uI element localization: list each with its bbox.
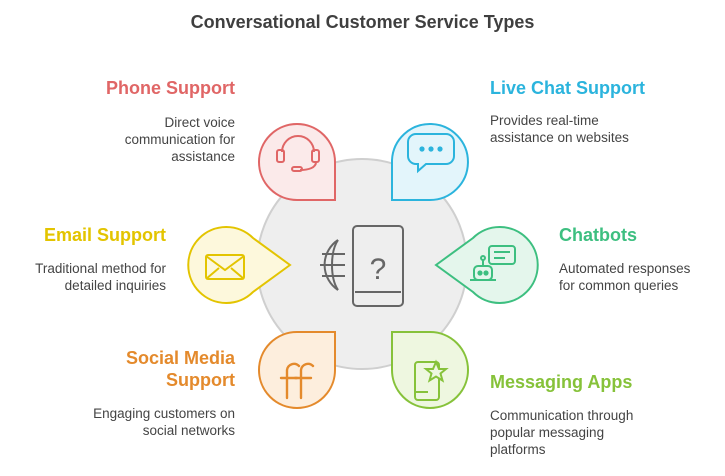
chatbots-label: Chatbots (559, 225, 637, 245)
desc-line: social networks (142, 423, 235, 438)
robot-chat-icon (470, 245, 516, 281)
desc-line: Communication through (490, 408, 634, 423)
live-chat-label: Live Chat Support (490, 78, 646, 98)
envelope-icon (205, 254, 245, 280)
phone-support-desc: Direct voice communication for assistanc… (125, 114, 235, 165)
live-chat-node (391, 123, 469, 201)
desc-line: Automated responses (559, 261, 691, 276)
email-support-desc: Traditional method for detailed inquirie… (35, 260, 166, 294)
desc-line: detailed inquiries (64, 278, 166, 293)
diagram-title: Conversational Customer Service Types (190, 12, 535, 32)
desc-line: for common queries (559, 278, 679, 293)
headset-icon (276, 135, 320, 172)
chatbots-desc: Automated responses for common queries (559, 260, 690, 294)
desc-line: Engaging customers on (93, 406, 235, 421)
desc-line: assistance on websites (490, 130, 629, 145)
phone-question-icon: ? (352, 225, 404, 307)
messaging-apps-label: Messaging Apps (490, 372, 633, 392)
chat-bubble-icon (407, 133, 455, 174)
social-media-label: Social Media Support (126, 347, 235, 391)
desc-line: assistance (171, 149, 235, 164)
messaging-apps-node (391, 331, 469, 409)
label-line: Social Media (125, 348, 235, 368)
desc-line: communication for (124, 132, 235, 147)
email-support-label: Email Support (43, 225, 166, 245)
social-media-desc: Engaging customers on social networks (93, 405, 235, 439)
desc-line: Traditional method for (35, 261, 166, 276)
globe-icon (320, 239, 345, 291)
email-node (187, 226, 292, 304)
desc-line: popular messaging (490, 425, 605, 440)
messaging-apps-desc: Communication through popular messaging … (490, 407, 633, 458)
phone-star-icon (414, 359, 449, 401)
chatbots-node (434, 226, 539, 304)
social-media-node (258, 331, 336, 409)
desc-line: Provides real-time (490, 113, 599, 128)
desc-line: platforms (490, 442, 546, 457)
desc-line: Direct voice (164, 115, 235, 130)
label-line: Support (166, 370, 235, 390)
question-mark: ? (370, 253, 387, 286)
social-ff-icon (279, 362, 315, 400)
phone-support-node (258, 123, 336, 201)
live-chat-desc: Provides real-time assistance on website… (490, 112, 629, 146)
phone-support-label: Phone Support (106, 78, 235, 98)
